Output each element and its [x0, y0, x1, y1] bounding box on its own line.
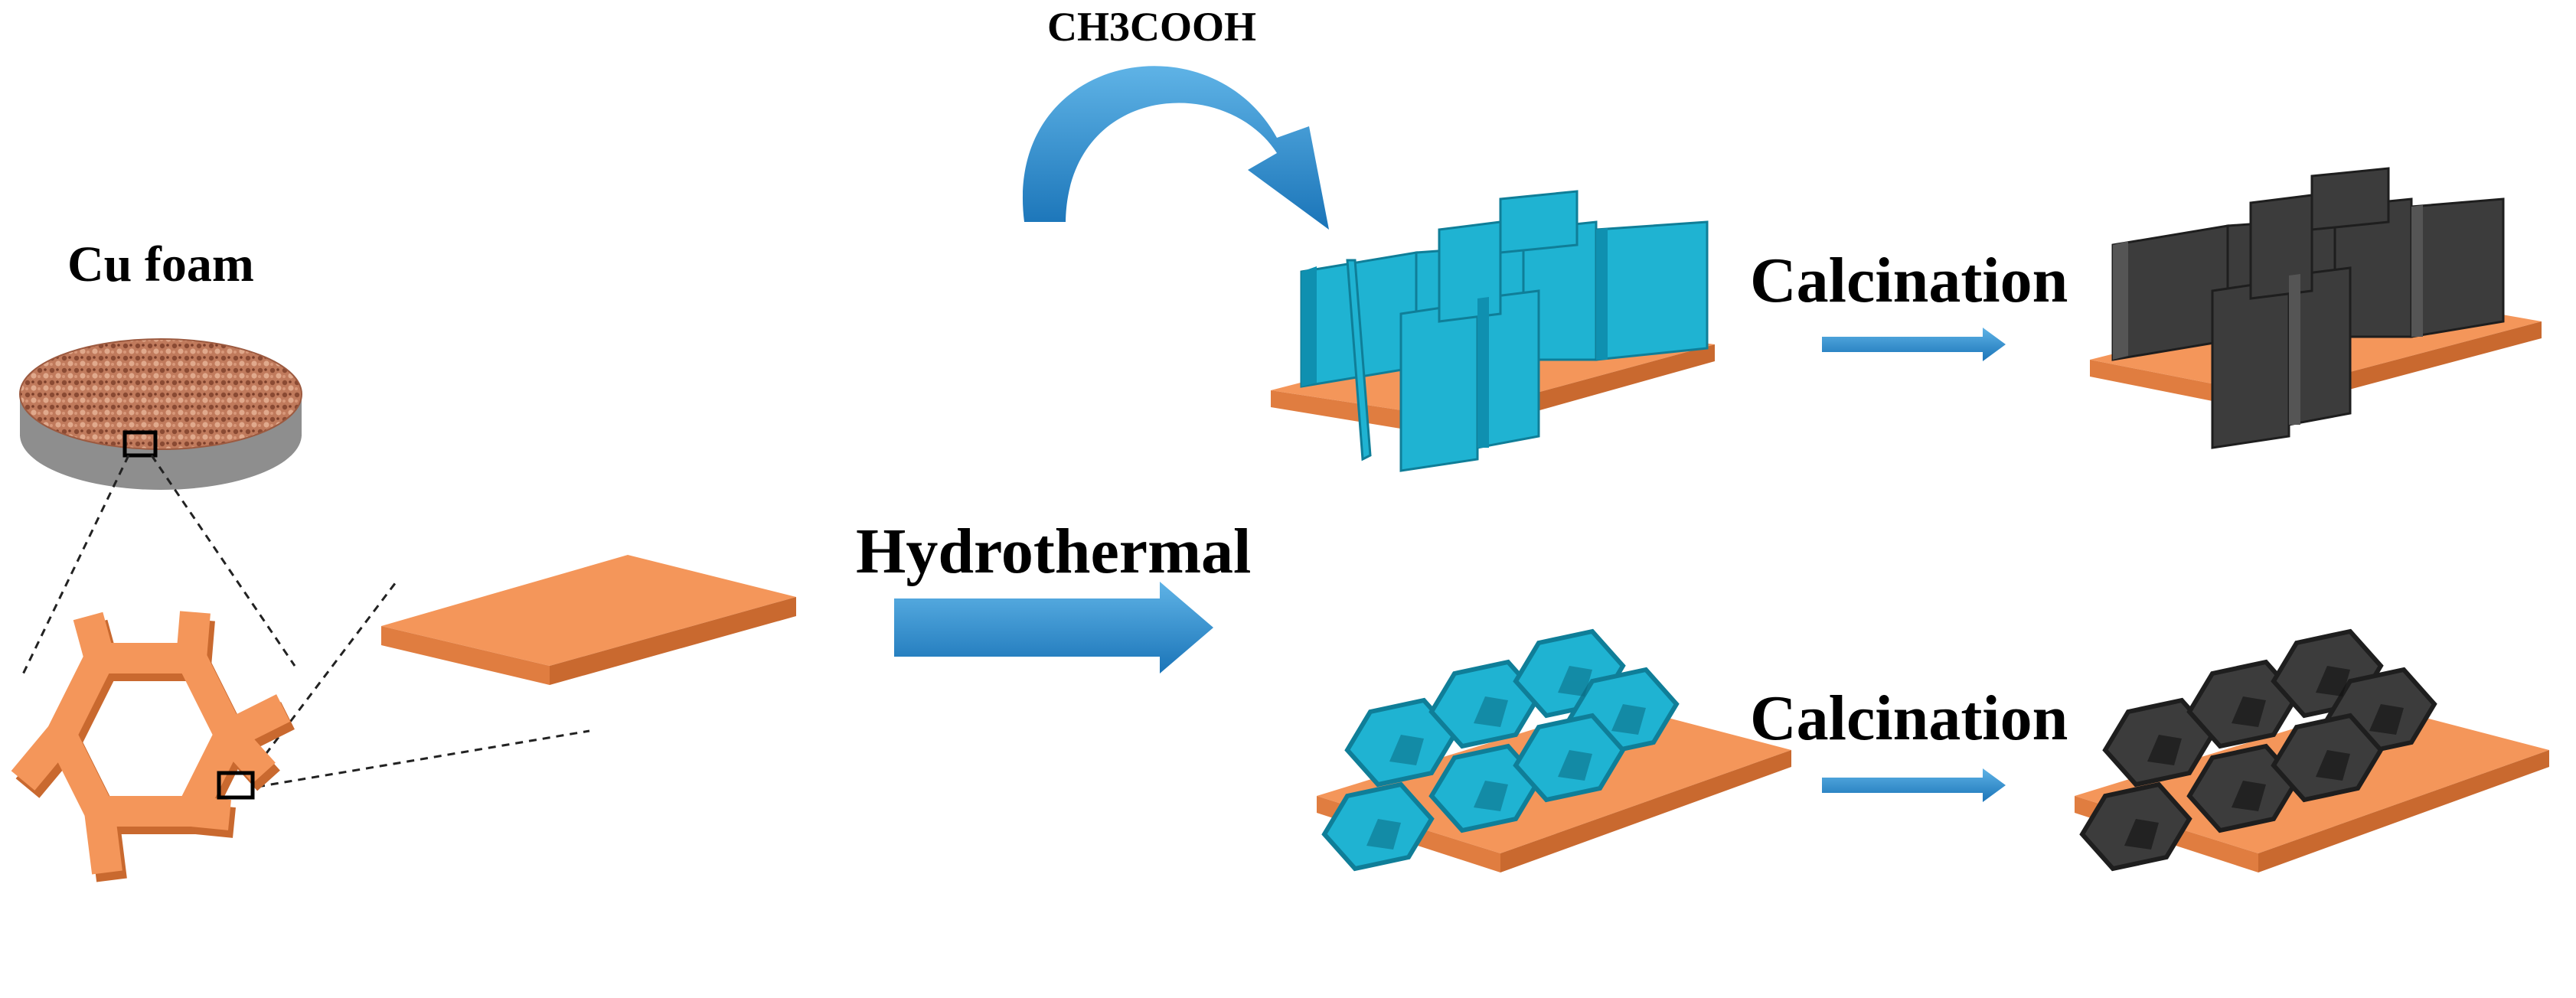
label-cu-foam: Cu foam — [67, 236, 254, 292]
cyan-nanosheet-array — [1271, 190, 1715, 472]
copper-skeleton — [11, 611, 295, 882]
label-calcination-bottom: Calcination — [1750, 683, 2068, 754]
calcination-arrow-bottom — [1822, 768, 2006, 802]
calcination-arrow-top — [1822, 328, 2006, 361]
zoom-box-strut — [217, 771, 255, 800]
label-acetic-acid: CH3COOH — [1047, 4, 1257, 50]
hydrothermal-arrow — [894, 582, 1213, 673]
copper-plate — [381, 555, 796, 685]
curved-arrow — [1022, 66, 1329, 230]
cu-foam-disc — [19, 338, 302, 490]
black-honeycomb-array — [2075, 628, 2549, 872]
label-hydrothermal: Hydrothermal — [856, 516, 1252, 587]
cyan-honeycomb-array — [1317, 628, 1791, 872]
zoom-lines — [20, 455, 590, 788]
black-nanosheet-array — [2090, 167, 2542, 449]
label-calcination-top: Calcination — [1750, 245, 2068, 316]
zoom-box-foam — [122, 430, 158, 458]
